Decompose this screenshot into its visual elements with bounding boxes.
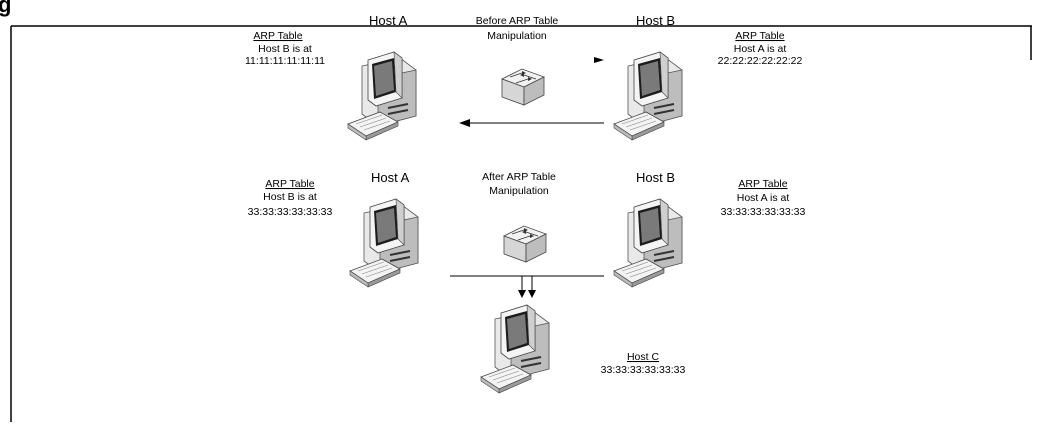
host-c-computer-icon xyxy=(480,304,550,394)
before-arrowhead-to-host-b xyxy=(594,57,604,63)
after-switch-icon xyxy=(503,225,547,263)
before-host-a-table-entry-1: Host B is at xyxy=(258,43,312,55)
before-host-b-table-entry-2: 22:22:22:22:22:22 xyxy=(718,55,803,67)
before-host-a-computer-icon xyxy=(347,51,417,141)
before-caption-line-1: Before ARP Table xyxy=(476,15,559,27)
host-c-title: Host C xyxy=(627,351,660,363)
after-host-a-table-title: ARP Table xyxy=(265,178,314,190)
before-switch-icon xyxy=(501,68,545,106)
after-arrowhead-down-left xyxy=(518,290,526,298)
host-c-mac: 33:33:33:33:33:33 xyxy=(601,364,686,376)
before-host-b-name: Host B xyxy=(636,13,675,28)
before-arrowhead-to-host-a xyxy=(459,119,470,127)
after-host-b-table-entry-2: 33:33:33:33:33:33 xyxy=(721,206,806,218)
after-host-b-table-title: ARP Table xyxy=(738,178,787,190)
before-host-a-table-title: ARP Table xyxy=(253,30,302,42)
after-host-b-table-entry-1: Host A is at xyxy=(737,192,790,204)
before-host-b-table-entry-1: Host A is at xyxy=(734,43,787,55)
before-host-a-name: Host A xyxy=(369,13,408,28)
after-arrowhead-down-right xyxy=(528,290,536,298)
before-caption-line-2: Manipulation xyxy=(487,30,547,42)
after-host-a-table-entry-2: 33:33:33:33:33:33 xyxy=(248,206,333,218)
before-host-a-table-entry-2: 11:11:11:11:11:11 xyxy=(245,55,325,67)
after-host-b-name: Host B xyxy=(636,170,675,185)
before-host-b-computer-icon xyxy=(613,51,683,141)
before-section: ARP Table Host B is at 11:11:11:11:11:11… xyxy=(245,13,803,141)
after-host-a-computer-icon xyxy=(349,198,419,288)
cropped-heading-fragment: g xyxy=(0,0,11,17)
after-section: ARP Table Host B is at 33:33:33:33:33:33… xyxy=(248,170,806,394)
after-host-b-computer-icon xyxy=(613,198,683,288)
after-host-a-table-entry-1: Host B is at xyxy=(263,191,317,203)
before-host-b-table-title: ARP Table xyxy=(735,30,784,42)
after-caption-line-1: After ARP Table xyxy=(482,171,556,183)
after-host-a-name: Host A xyxy=(371,170,410,185)
after-caption-line-2: Manipulation xyxy=(489,185,549,197)
